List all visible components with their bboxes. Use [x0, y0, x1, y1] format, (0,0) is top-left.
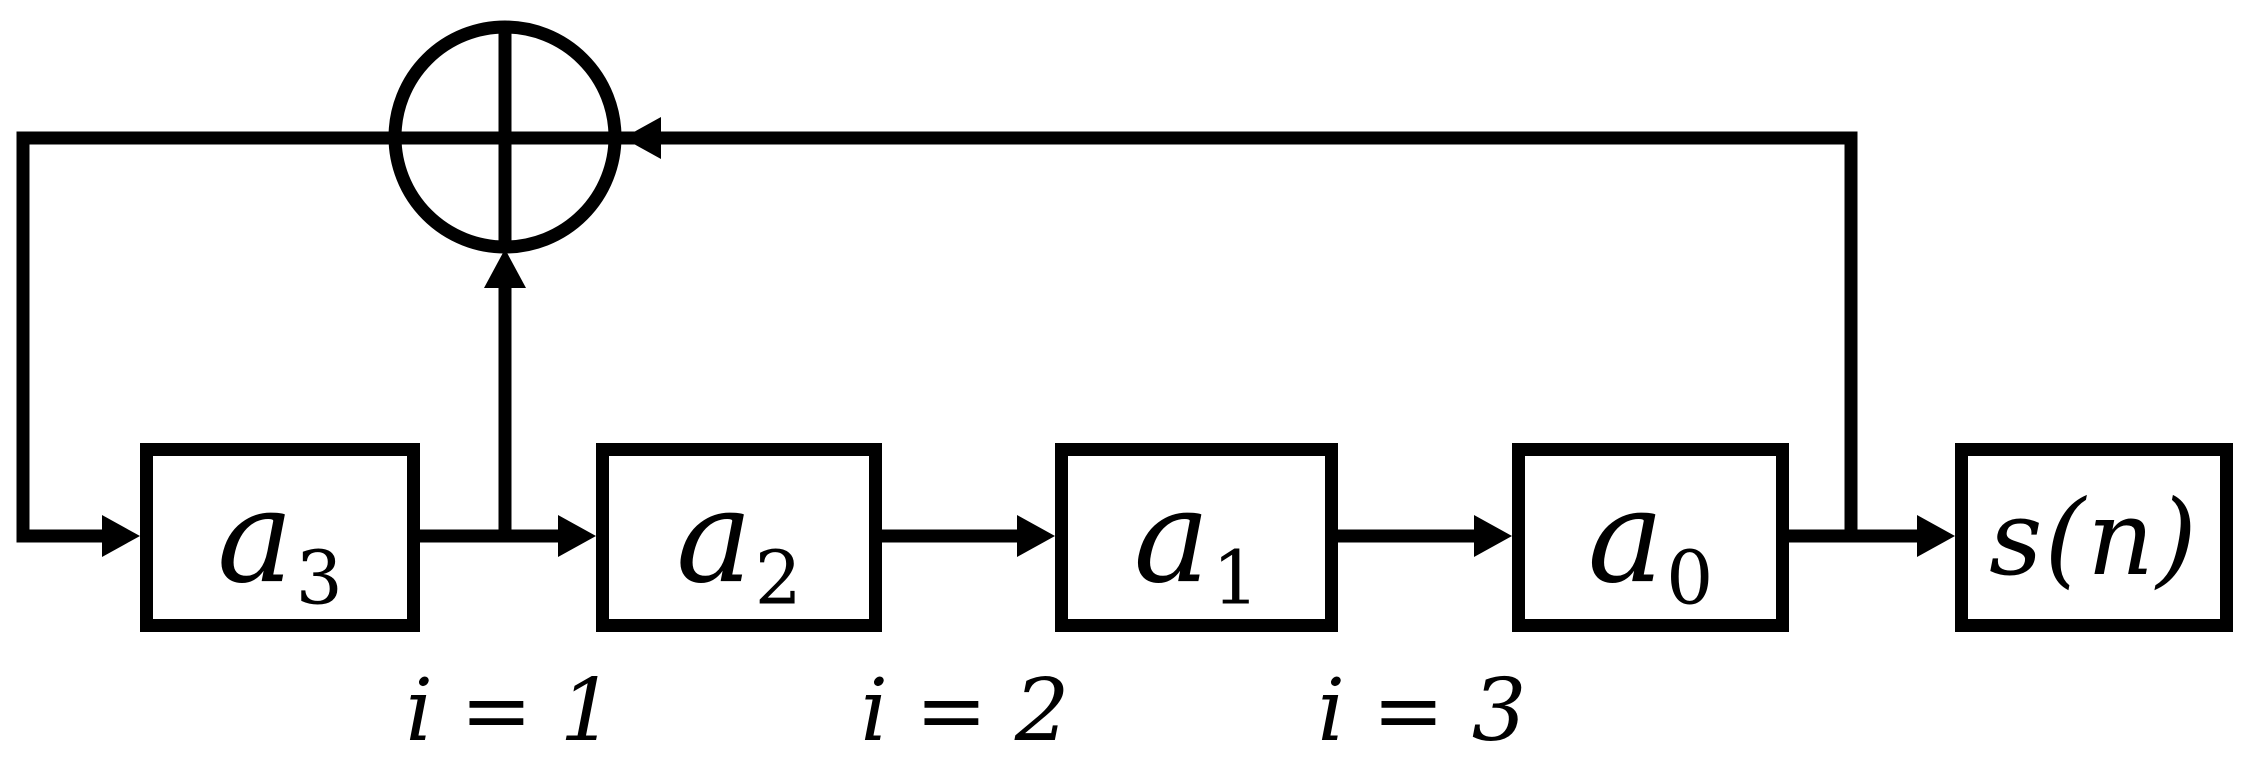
xor-gate-icon [388, 20, 622, 254]
tap-label-i3: i = 3 [1317, 661, 1527, 761]
arrowhead-into-sn [1917, 515, 1955, 557]
register-subscript: 0 [1666, 533, 1714, 621]
arrowhead-into-a0 [1474, 515, 1512, 557]
arrowhead-into-xor-bottom [484, 249, 526, 288]
feedback-wire [16, 131, 1858, 543]
register-box-a0: a0 [1512, 443, 1789, 632]
arrowhead-into-a1 [1017, 515, 1055, 557]
arrowhead-into-a2 [558, 515, 596, 557]
output-box-sn: s(n) [1955, 443, 2233, 632]
register-subscript: 3 [295, 533, 343, 621]
tap-label-i2: i = 2 [860, 661, 1070, 761]
register-box-a3: a3 [140, 443, 420, 632]
register-label-a2: a2 [676, 462, 802, 621]
register-label-a0: a0 [1587, 462, 1714, 621]
output-label: s(n) [1989, 476, 2199, 599]
register-subscript: 2 [754, 533, 802, 621]
register-box-a1: a1 [1055, 443, 1338, 632]
arrowhead-into-xor-right [623, 117, 661, 159]
register-label-a3: a3 [217, 462, 343, 621]
register-label-a1: a1 [1133, 462, 1260, 621]
arrowhead-into-a3 [102, 515, 140, 557]
register-subscript: 1 [1212, 533, 1260, 621]
register-box-a2: a2 [596, 443, 882, 632]
tap-label-i1: i = 1 [405, 661, 615, 761]
